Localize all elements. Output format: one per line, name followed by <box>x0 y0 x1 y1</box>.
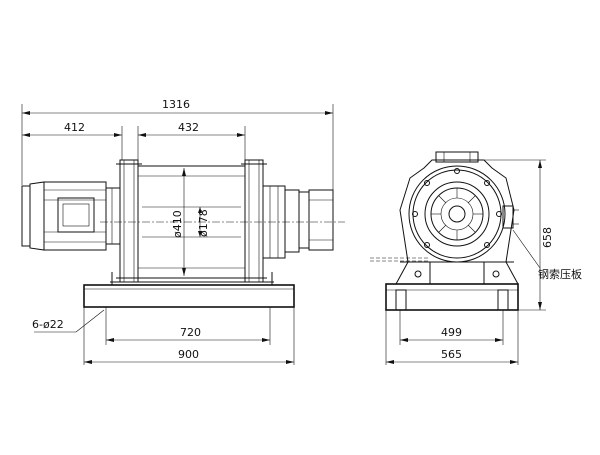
rope-clamp: 钢索压板 <box>502 205 582 281</box>
dim-base-length-label: 900 <box>178 348 199 361</box>
dim-motor-length-label: 412 <box>64 121 85 134</box>
dim-bolt-spacing-length-label: 720 <box>180 326 201 339</box>
dim-overall-length-label: 1316 <box>162 98 190 111</box>
dim-height: 658 <box>538 160 554 310</box>
dim-drum-length-label: 432 <box>178 121 199 134</box>
dim-drum-diameter-label: ø410 <box>171 210 184 238</box>
base-frame <box>83 272 295 308</box>
gearbox <box>262 185 334 259</box>
dim-base-width: 565 <box>386 348 518 364</box>
dim-drum-length: 432 <box>138 121 245 137</box>
dim-bolt-spacing-width: 499 <box>400 326 503 342</box>
front-view: 钢索压板 658 <box>370 151 582 365</box>
dim-bolt-holes: 6-ø22 <box>32 309 105 333</box>
dim-base-width-label: 565 <box>441 348 462 361</box>
motor <box>21 181 121 251</box>
flange-bolts <box>412 168 502 248</box>
side-view: 1316 412 432 <box>21 98 345 365</box>
dim-motor-length: 412 <box>22 121 122 137</box>
dim-bolt-spacing-length: 720 <box>106 326 270 342</box>
dim-height-label: 658 <box>541 227 554 248</box>
dim-base-length: 900 <box>84 348 294 364</box>
dim-overall-length: 1316 <box>22 98 333 115</box>
dim-bolt-holes-label: 6-ø22 <box>32 318 64 331</box>
drum-spokes <box>431 188 483 240</box>
rope-clamp-label: 钢索压板 <box>538 267 582 281</box>
dim-bolt-spacing-width-label: 499 <box>441 326 462 339</box>
drum: ø410 ø178 <box>100 165 345 279</box>
dim-hub-diameter-label: ø178 <box>197 209 210 237</box>
